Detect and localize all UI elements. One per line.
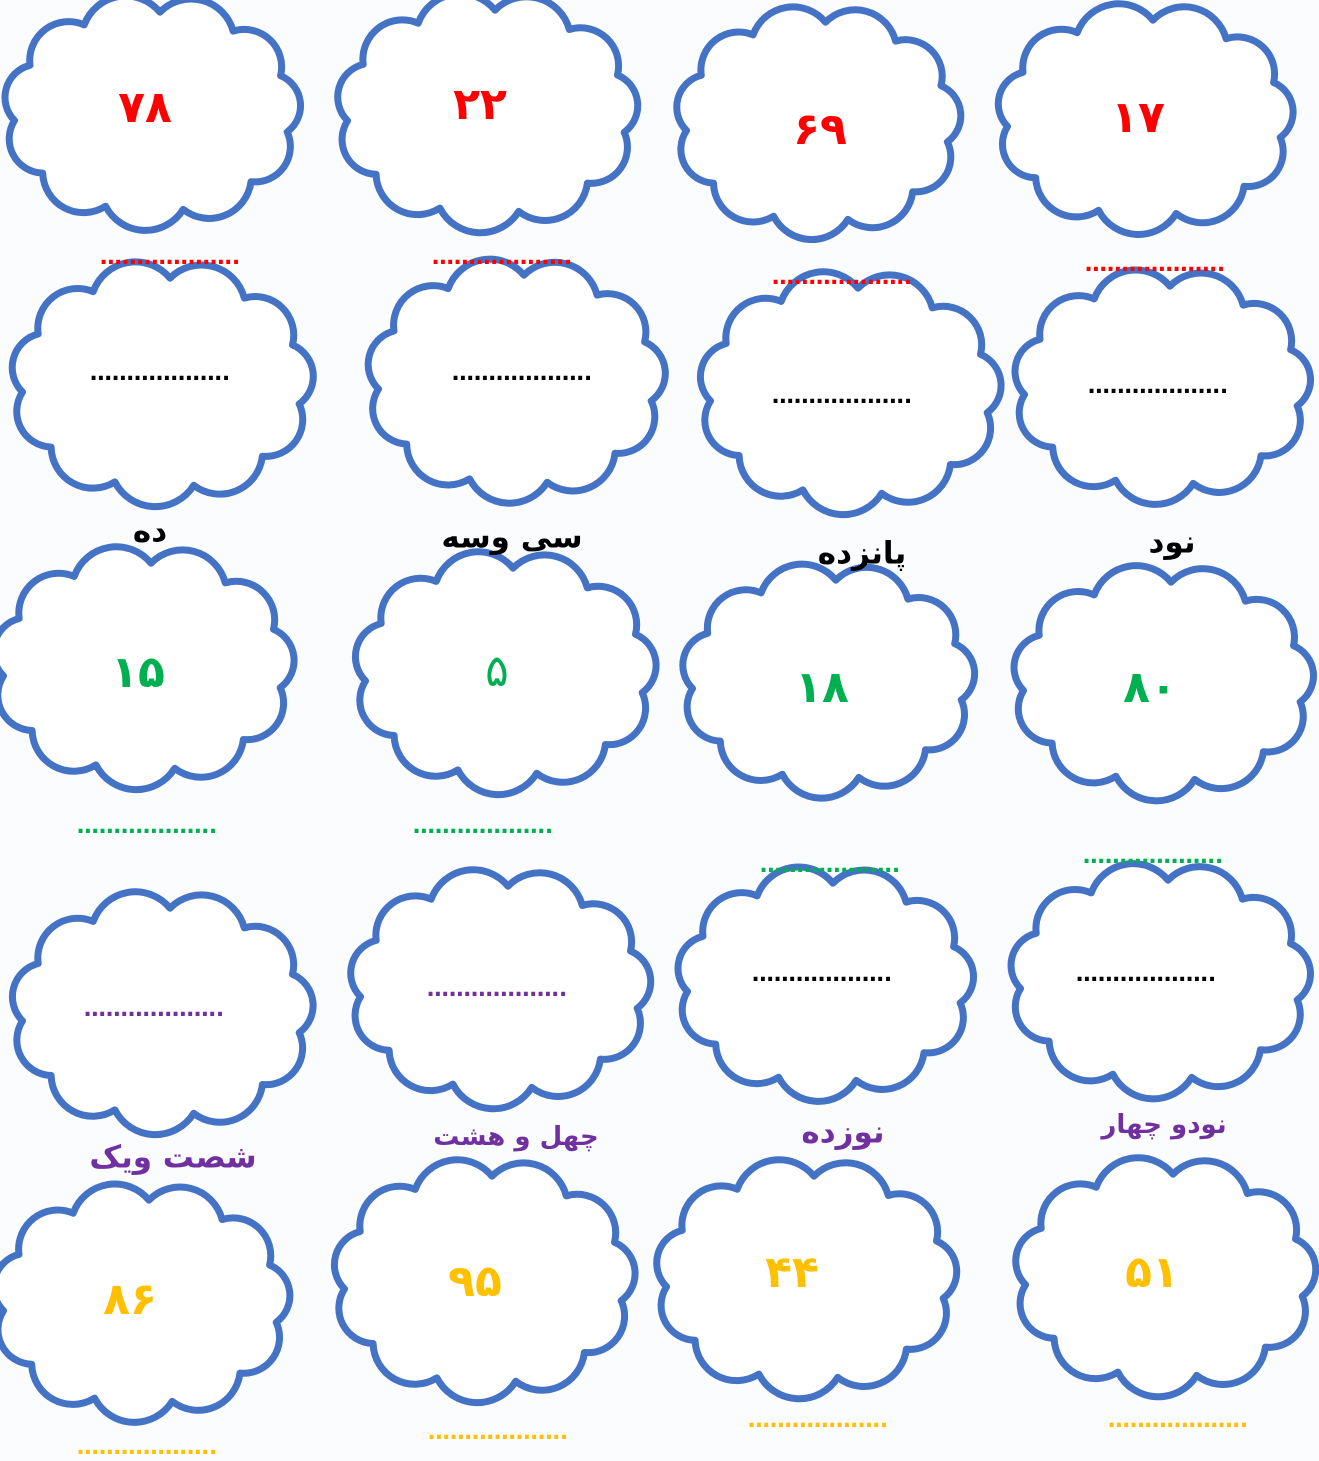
answer-line-purple-2: ………………. bbox=[427, 979, 567, 1001]
number-5-3: ۴۴ bbox=[765, 1251, 819, 1295]
number-3-3: ۱۸ bbox=[795, 666, 849, 710]
answer-line-orange-3: ………………. bbox=[748, 1410, 888, 1432]
number-5-4: ۵۱ bbox=[1125, 1251, 1179, 1295]
answer-line-green-2: ………………. bbox=[413, 816, 553, 838]
answer-line-red-3: ………………. bbox=[772, 267, 912, 289]
word-5-2: چهل و هشت bbox=[433, 1124, 598, 1150]
answer-line-purple-1: ………………. bbox=[84, 999, 224, 1021]
answer-line-orange-1: ………………. bbox=[77, 1437, 217, 1459]
number-5-1: ۸۶ bbox=[103, 1278, 157, 1322]
answer-line-green-4: ………………. bbox=[1083, 846, 1223, 868]
answer-line-black-4: ………………. bbox=[1088, 376, 1228, 398]
number-1-2: ۲۲ bbox=[453, 83, 507, 127]
number-3-4: ۸۰ bbox=[1123, 666, 1177, 710]
number-1-1: ۷۸ bbox=[118, 86, 172, 130]
answer-line-black-2: ………………. bbox=[452, 363, 592, 385]
answer-line-green-3: ………………. bbox=[760, 855, 900, 877]
answer-line-black-5: ………………. bbox=[752, 964, 892, 986]
answer-line-orange-4: ………………. bbox=[1108, 1410, 1248, 1432]
answer-line-red-1: ………………. bbox=[100, 247, 240, 269]
answer-line-black-6: ………………. bbox=[1076, 964, 1216, 986]
number-3-1: ۱۵ bbox=[111, 651, 165, 695]
number-1-3: ۶۹ bbox=[793, 108, 847, 152]
answer-line-red-4: ………………. bbox=[1085, 254, 1225, 276]
word-5-3: نوزده bbox=[801, 1118, 884, 1149]
word-3-4: نود bbox=[1149, 528, 1196, 559]
answer-line-black-1: ………………. bbox=[90, 363, 230, 385]
word-3-2: سی وسه bbox=[441, 523, 582, 554]
number-5-2: ۹۵ bbox=[448, 1260, 502, 1304]
word-5-4: نودو چهار bbox=[1101, 1112, 1226, 1138]
number-1-4: ۱۷ bbox=[1111, 96, 1165, 140]
answer-line-orange-2: ………………. bbox=[428, 1422, 568, 1444]
answer-line-green-1: ………………. bbox=[77, 816, 217, 838]
answer-line-black-3: ………………. bbox=[772, 386, 912, 408]
word-3-1: ده bbox=[133, 517, 167, 548]
number-3-2: ۵ bbox=[485, 650, 509, 694]
answer-line-red-2: ………………. bbox=[432, 247, 572, 269]
word-3-3: پانزده bbox=[818, 539, 906, 570]
word-5-1: شصت ویک bbox=[89, 1143, 256, 1174]
